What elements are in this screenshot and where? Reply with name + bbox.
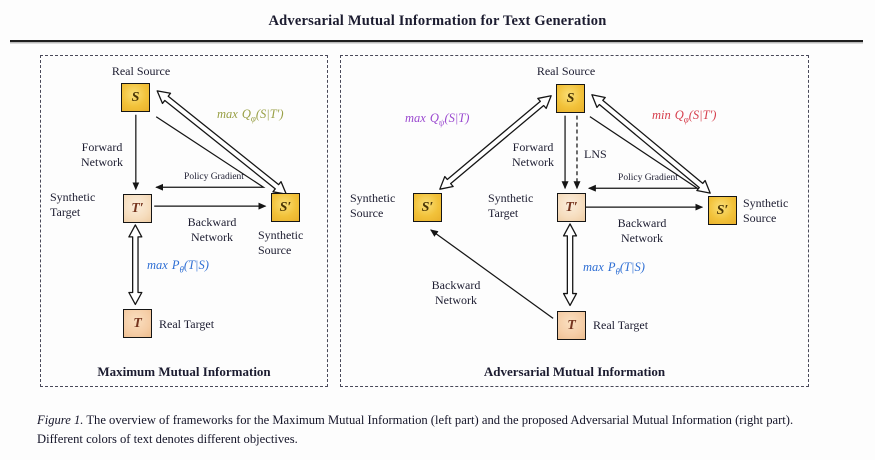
node-s-real-source: S <box>556 84 585 113</box>
ami-panel-caption: Adversarial Mutual Information <box>483 364 666 379</box>
synthetic-source-right-label: Synthetic Source <box>743 196 789 225</box>
forward-network-label: Forward Network <box>512 140 554 169</box>
synthetic-source-label: Synthetic Source <box>258 228 304 257</box>
backward-network-diagonal-label: Backward Network <box>431 278 481 307</box>
figure-caption-label: Figure 1. <box>37 413 84 427</box>
lns-label: LNS <box>584 147 607 161</box>
node-s-prime-left-synthetic-source: S′ <box>413 193 442 222</box>
backward-network-label: Backward Network <box>617 216 667 245</box>
node-t-real-target: T <box>557 311 586 340</box>
forward-network-label: Forward Network <box>81 140 123 169</box>
synthetic-target-label: Synthetic Target <box>488 191 534 220</box>
node-t-real-target: T <box>123 309 152 338</box>
figure-caption-text: The overview of frameworks for the Maxim… <box>37 413 794 446</box>
real-target-label: Real Target <box>159 317 215 331</box>
header-rule <box>10 40 863 42</box>
ami-arrows-layer <box>430 94 711 319</box>
node-s-prime-right-synthetic-source: S′ <box>708 196 737 225</box>
real-source-label: Real Source <box>111 64 171 78</box>
node-t-prime-synthetic-target: T′ <box>557 193 586 222</box>
node-s-real-source: S <box>121 83 150 112</box>
synthetic-target-label: Synthetic Target <box>50 190 96 219</box>
synthetic-source-left-label: Synthetic Source <box>350 191 396 220</box>
backward-network-label: Backward Network <box>187 215 237 244</box>
policy-gradient-label: Policy Gradient <box>184 172 244 182</box>
node-s-prime-synthetic-source: S′ <box>271 193 300 222</box>
mmi-panel-caption: Maximum Mutual Information <box>97 364 271 379</box>
real-target-label: Real Target <box>593 318 649 332</box>
mmi-arrows-layer <box>128 90 287 306</box>
real-source-label: Real Source <box>536 64 596 78</box>
figure-caption: Figure 1. The overview of frameworks for… <box>37 411 839 449</box>
node-t-prime-synthetic-target: T′ <box>123 194 152 223</box>
paper-running-title: Adversarial Mutual Information for Text … <box>268 13 607 29</box>
policy-gradient-label: Policy Gradient <box>618 173 678 183</box>
